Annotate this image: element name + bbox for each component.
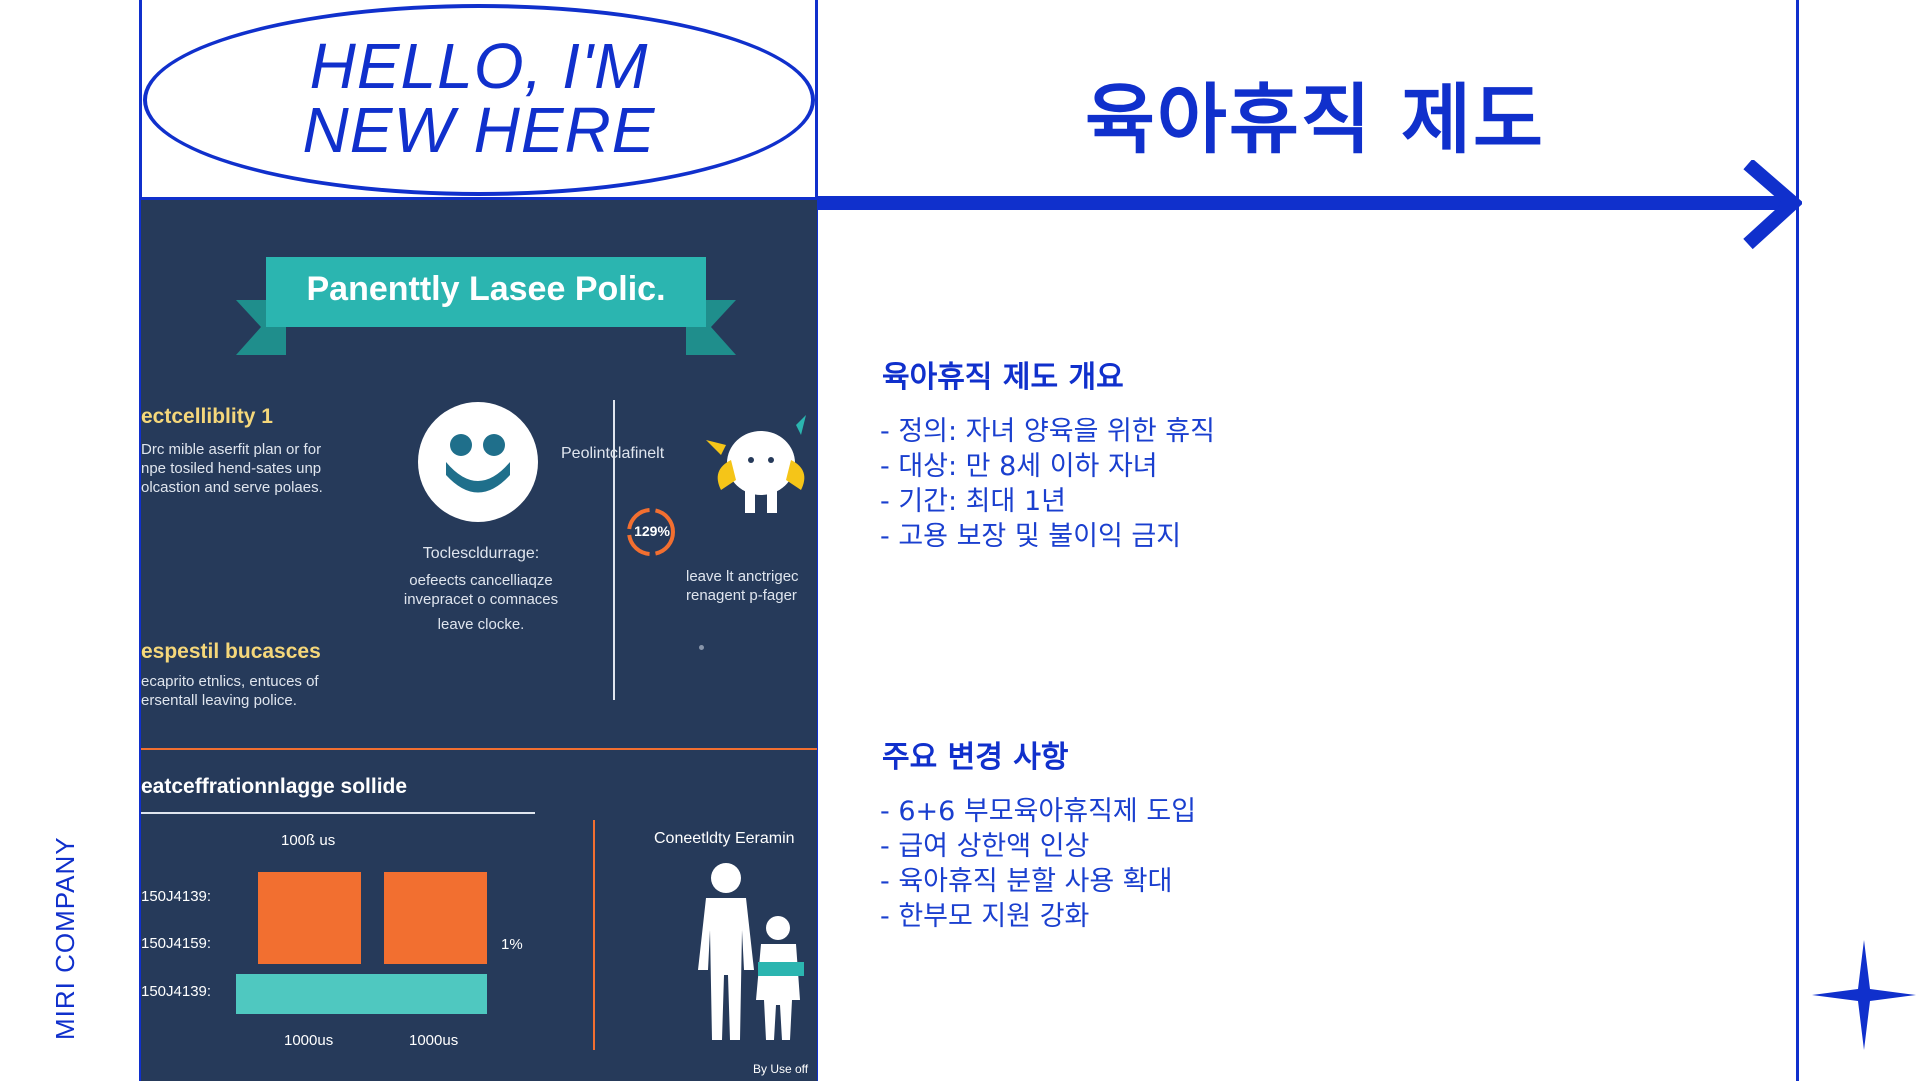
list-item: - 급여 상한액 인상 [880, 831, 1090, 862]
info-heading-2: espestil bucasces [141, 640, 321, 663]
infographic-image: Panenttly Lasee Polic. ectcelliblity 1 D… [141, 200, 817, 1081]
list-item: - 기간: 최대 1년 [880, 486, 1066, 517]
footer-text: By Use off [753, 1062, 809, 1076]
section-title-overview: 육아휴직 제도 개요 [882, 360, 1124, 395]
changes-list: - 6+6 부모육아휴직제 도입 - 급여 상한액 인상 - 육아휴직 분할 사… [880, 794, 1196, 934]
row-label-1: 150J4139: [141, 888, 212, 905]
mascot-illustration [706, 415, 806, 513]
left-frame-line [139, 0, 142, 1081]
parent-child-icon [698, 863, 804, 1040]
banner-text: Panenttly Lasee Polic. [306, 270, 666, 308]
header-divider-line [139, 197, 817, 200]
list-item: - 대상: 만 8세 이하 자녀 [880, 451, 1158, 482]
small-dot [699, 645, 704, 650]
page-title: 육아휴직 제도 [1085, 75, 1545, 164]
arrow-right-icon [818, 160, 1802, 250]
right-frame-line [1796, 0, 1799, 1081]
info-heading-1: ectcelliblity 1 [141, 405, 273, 428]
list-item: - 정의: 자녀 양육을 위한 휴직 [880, 416, 1215, 447]
sparkle-icon [1812, 940, 1916, 1050]
hello-ellipse [143, 4, 815, 196]
list-item: - 고용 보장 및 불이익 금지 [880, 521, 1182, 552]
bottom-label-2: 1000us [409, 1032, 459, 1049]
family-circle-icon [418, 402, 538, 522]
list-item: - 한부모 지원 강화 [880, 901, 1090, 932]
row-label-2: 150J4159: [141, 935, 212, 952]
percentage-badge [627, 508, 675, 556]
badge-text: 129% [634, 523, 670, 539]
info-text-1: Drc mible aserfit plan or for npe tosile… [141, 441, 323, 496]
banner-ribbon [236, 257, 736, 355]
hello-line-1: HELLO, I'M [309, 30, 649, 102]
pct-label: 1% [501, 936, 523, 953]
section-title-changes: 주요 변경 사항 [882, 740, 1069, 775]
bottom-label-1: 1000us [284, 1032, 334, 1049]
right-bottom-title: Coneetldty Eeramin [654, 830, 795, 847]
center-info: Toclescldurrage: oefeects cancelliaqze i… [403, 545, 559, 633]
teal-bar [236, 974, 487, 1014]
right-info-text: leave lt anctrigec renagent p-fager [686, 568, 799, 604]
info-heading-3: eatceffrationnlagge sollide [141, 775, 408, 798]
list-item: - 육아휴직 분할 사용 확대 [880, 866, 1173, 897]
vertical-divider [613, 400, 615, 700]
orange-block-1 [258, 872, 361, 964]
info-text-2: ecaprito etnlics, entuces of ersentall l… [141, 673, 319, 709]
orange-vertical-line [593, 820, 595, 1050]
company-label: MIRI COMPANY [50, 836, 80, 1040]
heading-3-underline [141, 812, 535, 814]
hello-heading: HELLO, I'M NEW HERE [143, 34, 815, 162]
row-label-3: 150J4139: [141, 983, 212, 1000]
orange-divider [141, 748, 817, 750]
list-item: - 6+6 부모육아휴직제 도입 [880, 796, 1197, 827]
overview-list: - 정의: 자녀 양육을 위한 휴직 - 대상: 만 8세 이하 자녀 - 기간… [880, 414, 1215, 554]
orange-block-2 [384, 872, 487, 964]
hello-line-2: NEW HERE [302, 94, 656, 166]
chart-top-label: 100ß us [281, 832, 336, 849]
